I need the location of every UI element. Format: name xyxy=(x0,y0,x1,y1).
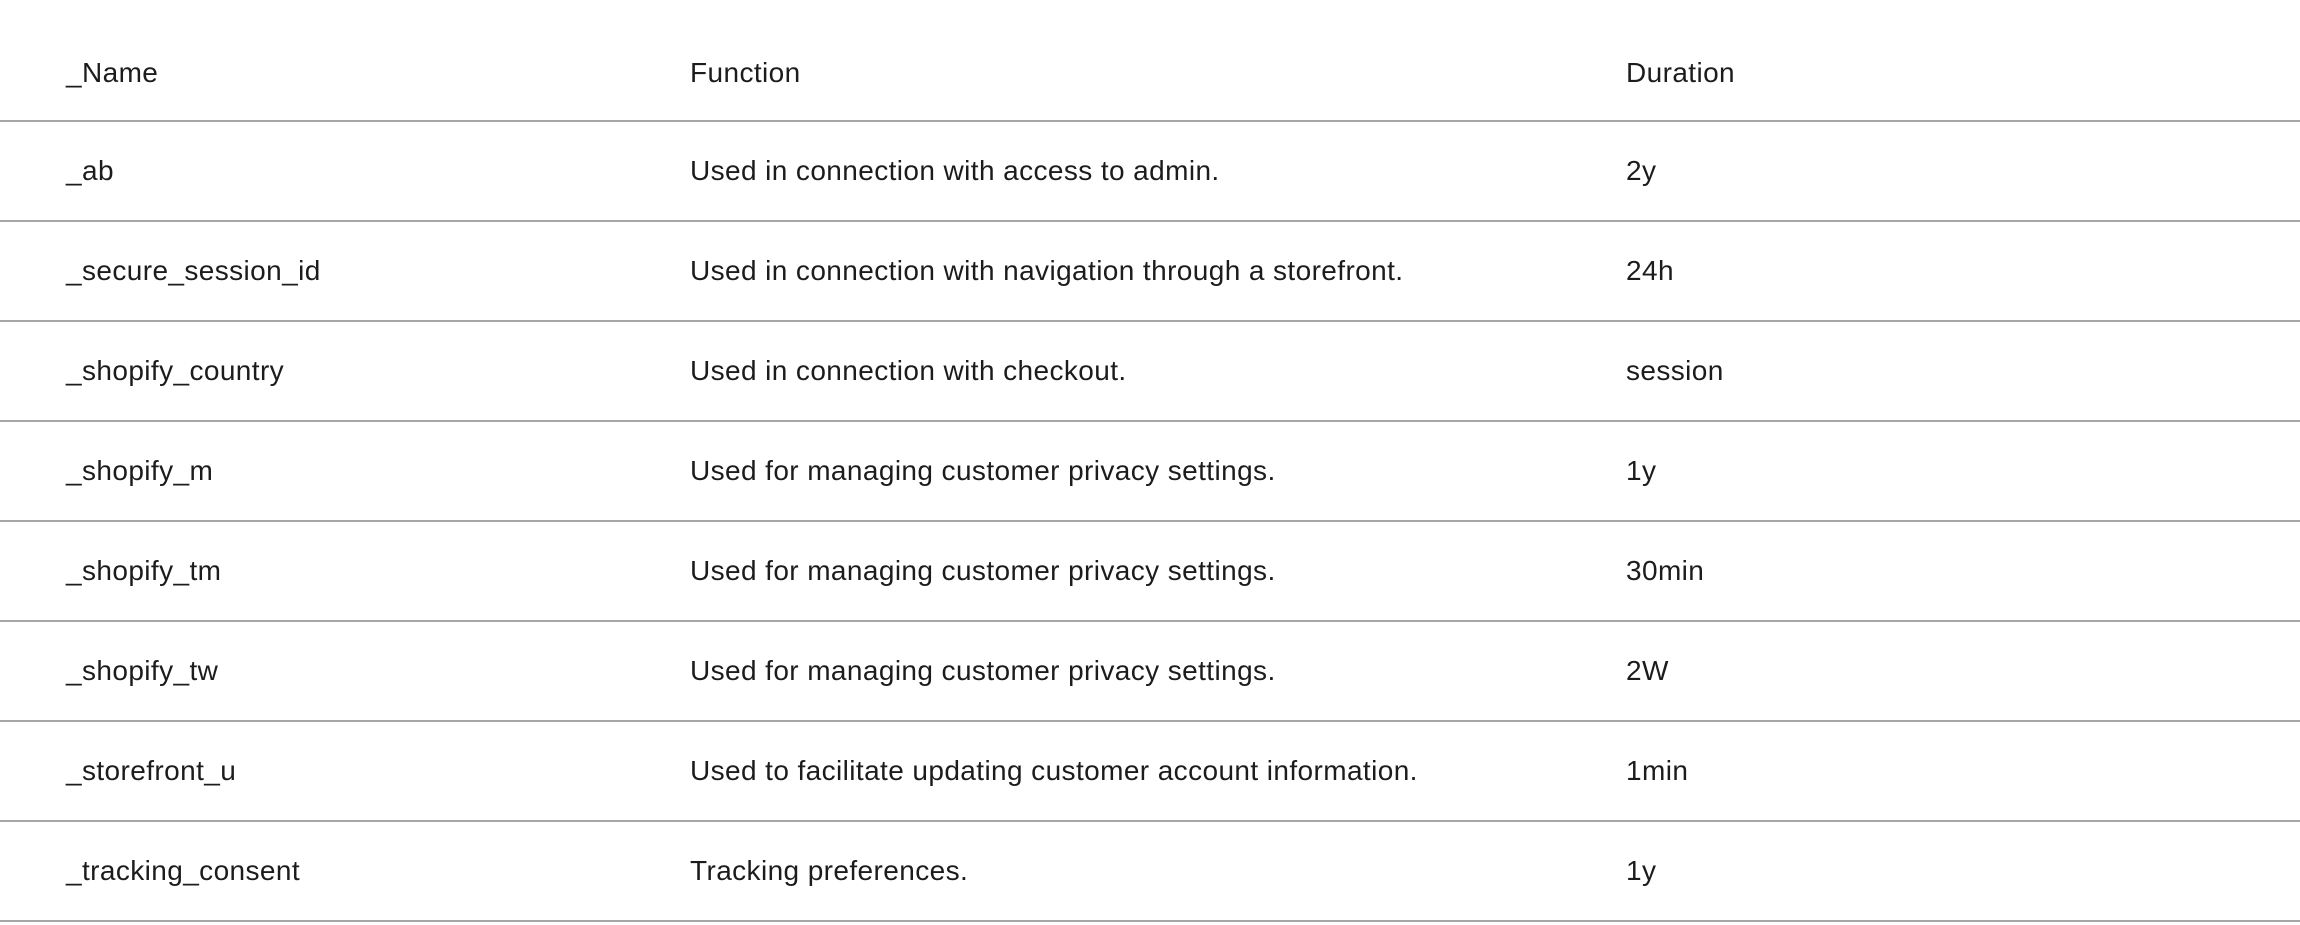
column-header-name: _Name xyxy=(66,57,159,88)
cell-cookie-duration: 1min xyxy=(1626,755,1689,786)
cell-cookie-duration: 2y xyxy=(1626,155,1657,186)
cell-cookie-duration: session xyxy=(1626,355,1724,386)
cell-cookie-function: Tracking preferences. xyxy=(690,855,969,886)
cell-cookie-name: _shopify_tw xyxy=(66,655,219,686)
cell-cookie-name: _ab xyxy=(66,155,114,186)
table-row: _shopify_country Used in connection with… xyxy=(0,322,2300,422)
column-header-function: Function xyxy=(690,57,801,88)
table-header-row: _Name Function Duration xyxy=(0,0,2300,122)
cell-cookie-function: Used to facilitate updating customer acc… xyxy=(690,755,1418,786)
cell-cookie-function: Used in connection with checkout. xyxy=(690,355,1127,386)
cell-cookie-name: _storefront_u xyxy=(66,755,237,786)
cell-cookie-function: Used in connection with access to admin. xyxy=(690,155,1220,186)
cell-cookie-function: Used for managing customer privacy setti… xyxy=(690,455,1276,486)
table-row: _storefront_u Used to facilitate updatin… xyxy=(0,722,2300,822)
column-header-duration: Duration xyxy=(1626,57,1736,88)
cell-cookie-duration: 2W xyxy=(1626,655,1669,686)
table-row: _shopify_tw Used for managing customer p… xyxy=(0,622,2300,722)
cell-cookie-name: _secure_session_id xyxy=(66,255,321,286)
cell-cookie-name: _shopify_m xyxy=(66,455,214,486)
table-row: _shopify_tm Used for managing customer p… xyxy=(0,522,2300,622)
table-row: _tracking_consent Tracking preferences. … xyxy=(0,822,2300,922)
cell-cookie-duration: 30min xyxy=(1626,555,1705,586)
cell-cookie-duration: 24h xyxy=(1626,255,1674,286)
cell-cookie-name: _shopify_tm xyxy=(66,555,222,586)
cell-cookie-function: Used for managing customer privacy setti… xyxy=(690,555,1276,586)
table-row: _ab Used in connection with access to ad… xyxy=(0,122,2300,222)
cell-cookie-name: _tracking_consent xyxy=(66,855,301,886)
cell-cookie-function: Used for managing customer privacy setti… xyxy=(690,655,1276,686)
cell-cookie-duration: 1y xyxy=(1626,455,1657,486)
cell-cookie-name: _shopify_country xyxy=(66,355,285,386)
table-row: _secure_session_id Used in connection wi… xyxy=(0,222,2300,322)
table-row: _shopify_m Used for managing customer pr… xyxy=(0,422,2300,522)
cell-cookie-duration: 1y xyxy=(1626,855,1657,886)
cell-cookie-function: Used in connection with navigation throu… xyxy=(690,255,1404,286)
